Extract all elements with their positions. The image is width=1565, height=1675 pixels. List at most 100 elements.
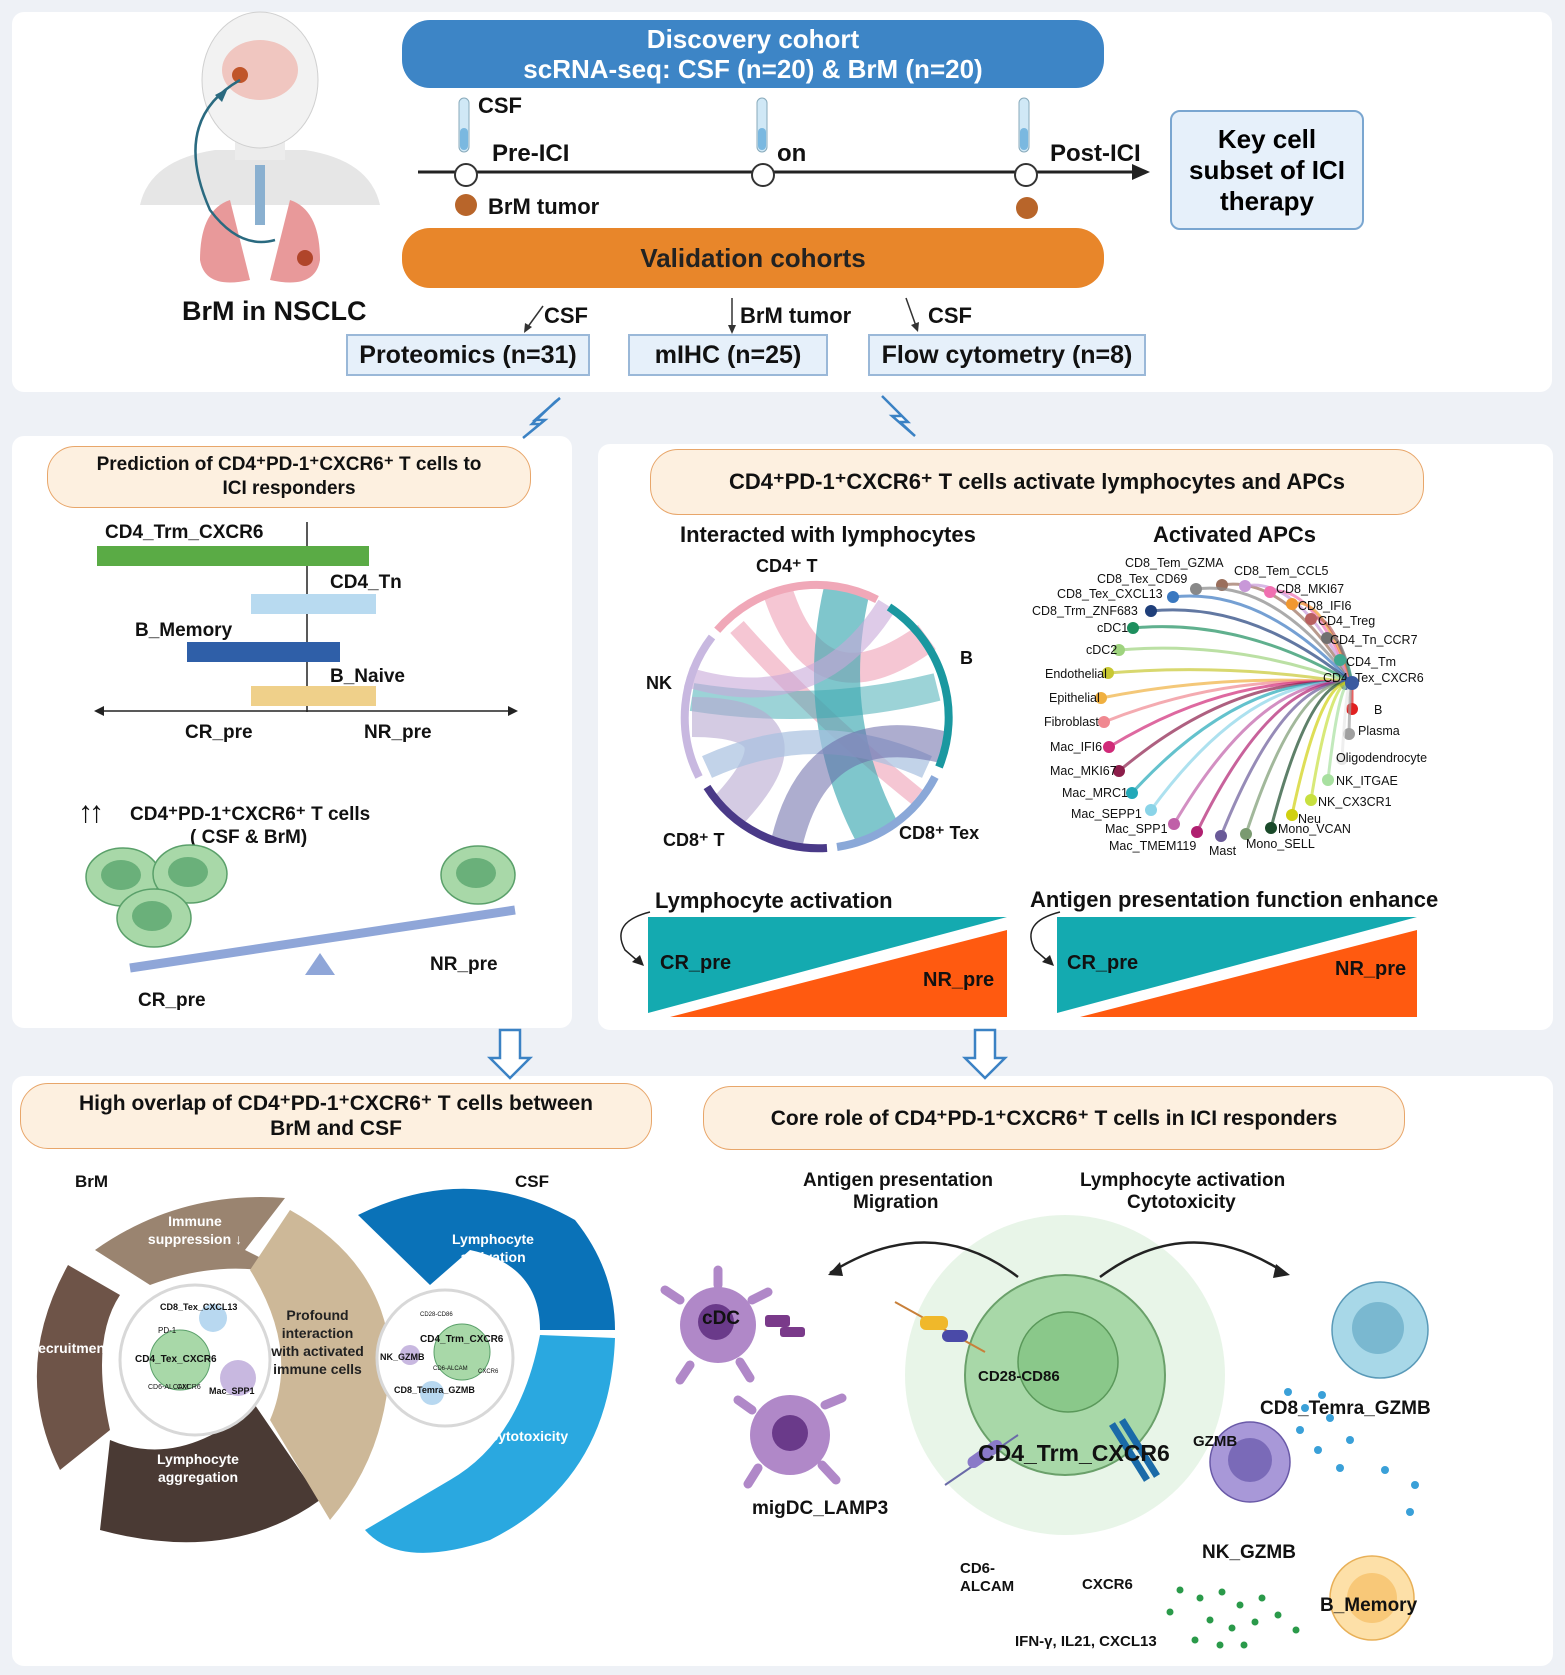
csf-tube-icon	[458, 97, 470, 153]
apc-node-label: Epithelial	[1049, 691, 1100, 705]
core-alcam: ALCAM	[960, 1578, 1015, 1595]
prediction-bar-label: CD4_Tn	[330, 572, 402, 593]
apc-node	[1264, 586, 1276, 598]
prediction-panel	[12, 436, 572, 1028]
cytokine-granules	[1166, 1586, 1300, 1649]
apc-node-label: cDC1	[1097, 621, 1128, 635]
core-cxcr6: CXCR6	[1082, 1576, 1133, 1593]
key-cell-box: Key cell subset of ICI therapy	[1170, 110, 1364, 230]
chord-cd8t: CD8⁺ T	[663, 830, 725, 850]
csf-inner-cd6: CD6-ALCAM	[433, 1366, 468, 1372]
apc-node-label: Mac_TMEM119	[1109, 839, 1196, 853]
discovery-subtitle: scRNA-seq: CSF (n=20) & BrM (n=20)	[523, 54, 983, 84]
apc-node	[1167, 591, 1179, 603]
core-right-2: Cytotoxicity	[1127, 1192, 1236, 1213]
apc-node-label: NK_CX3CR1	[1318, 795, 1392, 809]
patient-label: BrM in NSCLC	[182, 296, 367, 326]
cytotoxicity-csf: Cytotoxicity	[488, 1428, 569, 1444]
flow-arrow-icon	[961, 1028, 1009, 1080]
apc-node-label: cDC2	[1086, 643, 1117, 657]
lymph-title: Interacted with lymphocytes	[680, 522, 976, 547]
overlap-csf: CSF	[515, 1172, 549, 1191]
immune-suppression: Immune suppression ↓	[147, 1213, 243, 1247]
prediction-bar-label: B_Naive	[330, 666, 405, 687]
prediction-bar	[251, 594, 376, 614]
apc-node-label: Mac_MKI67	[1050, 764, 1117, 778]
apc-node	[1113, 765, 1125, 777]
apc-node	[1103, 741, 1115, 753]
apc-node	[1102, 667, 1114, 679]
core-cdc: cDC	[702, 1308, 741, 1329]
apc-node	[1334, 654, 1346, 666]
core-bmem: B_Memory	[1320, 1595, 1418, 1616]
patient-figure	[140, 11, 380, 283]
apc-node	[1322, 774, 1334, 786]
cdc-cell-icon	[660, 1265, 805, 1385]
apc-node-label: Mono_SELL	[1246, 837, 1315, 851]
apc-node	[1305, 613, 1317, 625]
apc-node	[1095, 692, 1107, 704]
apc-node-label: Mac_SPP1	[1105, 822, 1168, 836]
tumor-icon	[1016, 197, 1038, 219]
apc-node-label: CD8_Tem_GZMA	[1125, 556, 1224, 570]
nk-cell-icon	[1209, 1421, 1291, 1503]
apc-node	[1145, 804, 1157, 816]
prediction-axis-left: CR_pre	[185, 722, 253, 743]
apc-node-label: CD8_Tex_CD69	[1097, 572, 1187, 586]
apc-node	[1145, 605, 1157, 617]
chord-b: B	[960, 648, 973, 668]
lymph-activation-csf: Lymphocyte activation	[452, 1231, 534, 1265]
apc-node-label: Plasma	[1358, 724, 1400, 738]
apc-node	[1286, 809, 1298, 821]
apc-edge	[1132, 625, 1353, 685]
proteomics-box: Proteomics (n=31)	[346, 334, 590, 376]
apc-node	[1191, 826, 1203, 838]
brm-inner-pd1: PD-1	[158, 1326, 177, 1335]
prediction-axis-right: NR_pre	[364, 722, 432, 743]
migdc-cell-icon	[733, 1393, 847, 1489]
csf-inner-cd28: CD28-CD86	[420, 1312, 453, 1318]
apc-node	[1127, 622, 1139, 634]
core-title: Core role of CD4⁺PD-1⁺CXCR6⁺ T cells in …	[703, 1086, 1405, 1150]
apc-node	[1265, 822, 1277, 834]
csf-tube-icon	[756, 97, 768, 153]
tri-cr-pre-1: CR_pre	[660, 952, 732, 974]
prediction-bar	[97, 546, 369, 566]
apc-edge	[1172, 594, 1354, 685]
apc-node-label: Neu	[1298, 812, 1321, 826]
prediction-title-line2: ICI responders	[222, 478, 356, 499]
core-cd8: CD8_Temra_GZMB	[1260, 1398, 1431, 1419]
apc-edge	[1150, 608, 1353, 685]
apc-node	[1098, 716, 1110, 728]
flow-cytometry-box: Flow cytometry (n=8)	[868, 334, 1146, 376]
core-migdc: migDC_LAMP3	[752, 1498, 889, 1519]
apc-node	[1168, 818, 1180, 830]
cell-icon	[116, 888, 192, 948]
overlap-title-line1: High overlap of CD4⁺PD-1⁺CXCR6⁺ T cells …	[78, 1092, 594, 1115]
activate-title: CD4⁺PD-1⁺CXCR6⁺ T cells activate lymphoc…	[650, 449, 1424, 515]
core-left-2: Migration	[853, 1192, 939, 1213]
apc-node-label: CD8_Trm_ZNF683	[1032, 604, 1138, 618]
apc-node-label: Mac_IFI6	[1050, 740, 1102, 754]
flow-arrow-icon	[522, 397, 561, 439]
apc-node	[1321, 632, 1333, 644]
apc-node	[1286, 598, 1298, 610]
brm-tumor-label: BrM tumor	[488, 194, 600, 219]
prediction-bar	[251, 686, 376, 706]
apc-node-label: CD8_IFI6	[1298, 599, 1352, 613]
core-left-1: Antigen presentation	[803, 1170, 994, 1191]
post-ici-label: Post-ICI	[1050, 140, 1141, 167]
balance-nr-pre: NR_pre	[430, 954, 498, 975]
apc-node-label: CD8_Tex_CXCL13	[1057, 587, 1163, 601]
chord-cd8tex: CD8⁺ Tex	[899, 823, 980, 843]
lymph-aggregation: Lymphocyte aggregation	[157, 1451, 239, 1485]
apc-node	[1343, 728, 1355, 740]
cell-icon	[440, 845, 516, 905]
apc-node	[1239, 580, 1251, 592]
overlap-title-line2: BrM and CSF	[270, 1117, 402, 1140]
csf-label: CSF	[478, 93, 522, 118]
